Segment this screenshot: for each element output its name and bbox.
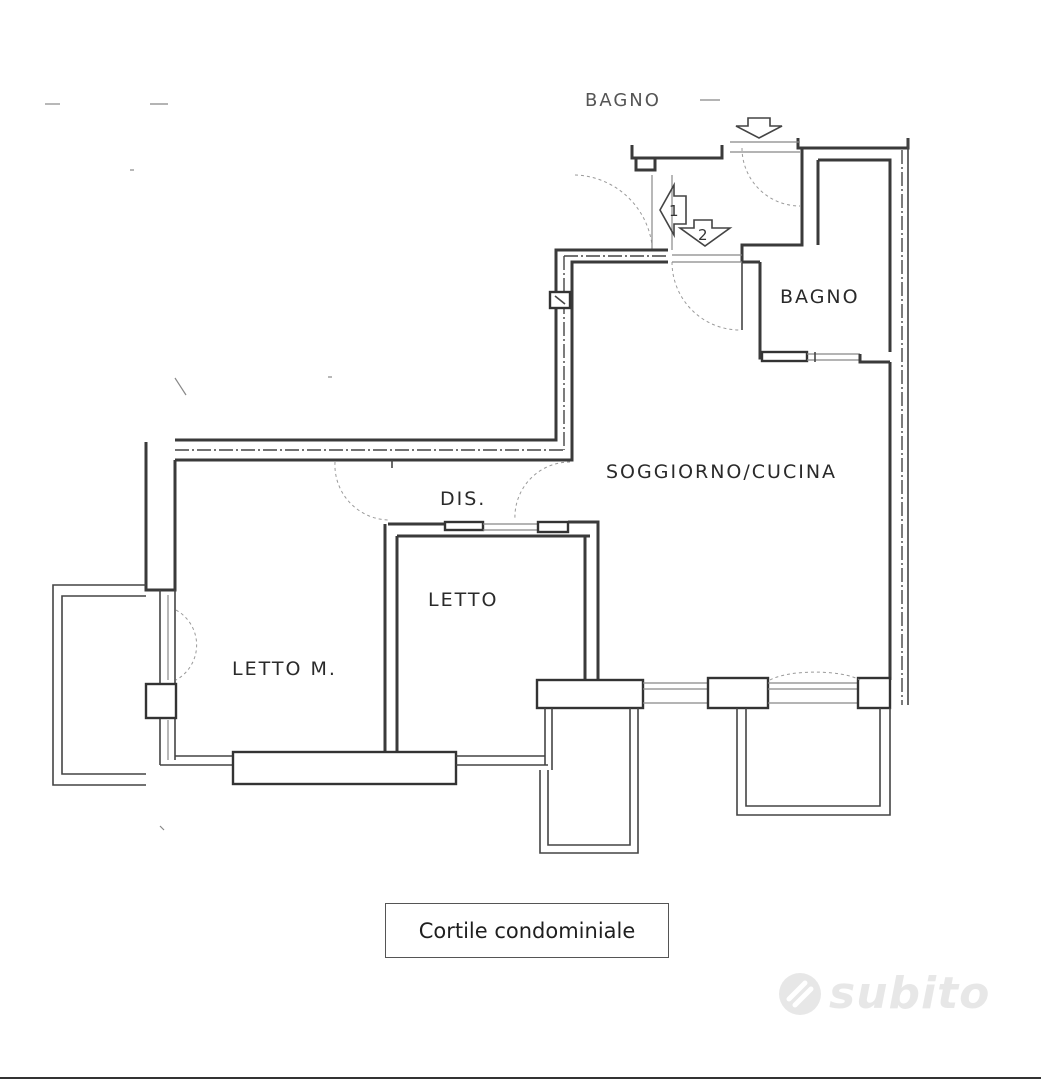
middle-balcony	[539, 708, 639, 854]
top-cut-area: BAGNO	[45, 90, 720, 111]
right-exterior-wall	[888, 138, 909, 705]
arrow-1-label: 1	[669, 202, 679, 220]
entry-arrows: 1 2	[659, 117, 783, 247]
room-label-soggiorno-cucina: SOGGIORNO/CUCINA	[606, 461, 837, 483]
caption-cortile-condominiale: Cortile condominiale	[385, 903, 669, 958]
room-label-letto-m: LETTO M.	[232, 658, 337, 680]
bedrooms-south-wall	[160, 708, 553, 786]
letto-room: LETTO	[383, 520, 600, 752]
watermark: subito	[777, 968, 990, 1019]
soggiorno-south-wall	[535, 671, 892, 710]
arrow-left-icon	[659, 181, 687, 239]
soggiorno-north-wall	[175, 248, 668, 462]
subito-logo-icon	[779, 972, 821, 1015]
room-label-letto: LETTO	[428, 589, 498, 611]
west-wall	[144, 442, 198, 765]
room-label-dis: DIS.	[440, 488, 486, 510]
arrow-down-icon	[735, 117, 783, 139]
room-label-bagno: BAGNO	[780, 286, 860, 308]
right-balcony	[736, 708, 891, 816]
arrow-down-icon	[677, 219, 733, 247]
arrow-2-label: 2	[698, 226, 708, 244]
top-cut-label: BAGNO	[585, 90, 661, 111]
bagno-room: BAGNO	[671, 254, 890, 364]
scan-marks	[130, 169, 332, 831]
watermark-brand: subito	[829, 968, 991, 1019]
dis-hallway: DIS.	[334, 460, 571, 534]
left-balcony	[52, 584, 146, 786]
bottom-border	[0, 1077, 1041, 1079]
entrance-walls	[574, 138, 910, 352]
